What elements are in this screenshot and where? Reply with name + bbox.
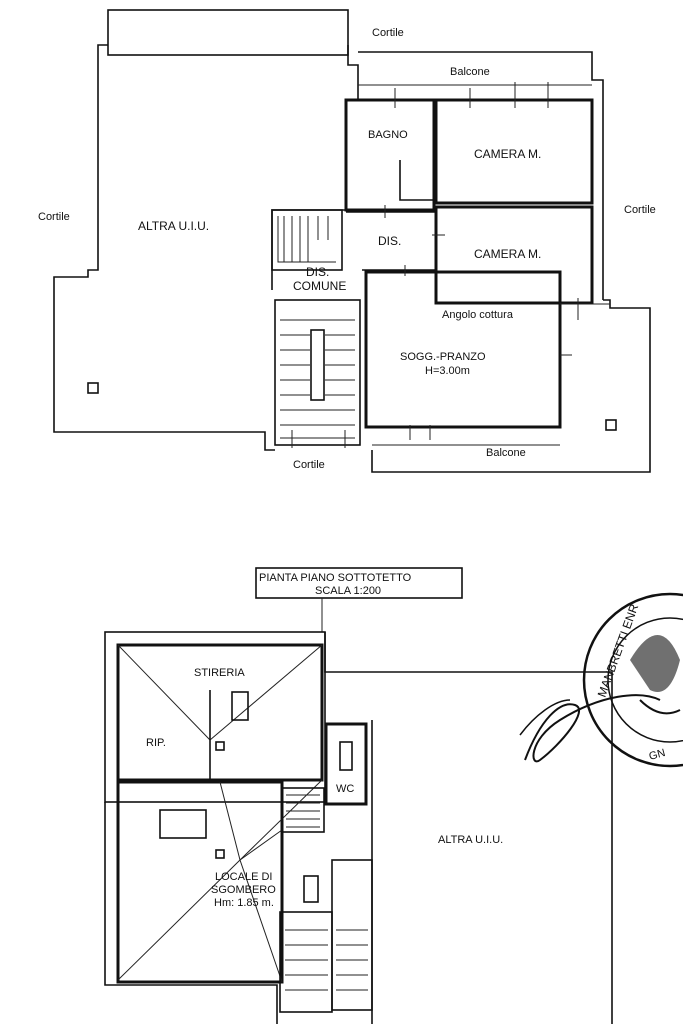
label-bagno: BAGNO [368,129,408,141]
label-locale-2: SGOMBERO [211,884,276,896]
wc-room [324,722,368,806]
attic-title-2: SCALA 1:200 [315,585,381,597]
label-altra-uiu-ground: ALTRA U.I.U. [138,219,209,233]
label-balcone-top: Balcone [450,66,490,78]
label-dis: DIS. [378,234,401,248]
label-cortile-bottom: Cortile [293,459,325,471]
camera-2-walls [434,205,594,305]
label-cortile-right: Cortile [624,204,656,216]
stair-lower [274,299,361,446]
label-rip: RIP. [146,737,166,749]
stamp-text-bottom: GN [648,747,667,763]
label-locale-3: Hm: 1.85 m. [214,897,274,909]
label-dis-comune-2: COMUNE [293,279,346,293]
skylight-left [87,382,99,394]
balcone-top-outline [358,51,604,300]
label-wc: WC [336,783,354,795]
soggiorno-walls [364,270,562,429]
skylight-locale [159,809,207,839]
stireria-room [116,643,324,782]
altra-uiu-attic-outline [324,632,613,1024]
attic-title-1: PIANTA PIANO SOTTOTETTO [259,572,412,584]
stair-upper [271,209,343,271]
label-camera-2: CAMERA M. [474,247,541,261]
cortile-strip-top [107,9,349,56]
handwritten-signature [519,694,661,763]
attic-floor-plan [104,567,613,1024]
attic-left-outline [104,631,326,803]
label-altra-uiu-attic: ALTRA U.I.U. [438,834,503,846]
label-cortile-top: Cortile [372,27,404,39]
label-angolo-cottura: Angolo cottura [442,309,514,321]
camera-1-walls [434,98,594,205]
attic-left-lower-outline [104,802,278,1024]
locale-sgombero-room [116,780,284,984]
label-dis-comune-1: DIS. [306,265,329,279]
label-soggiorno-1: SOGG.-PRANZO [400,351,486,363]
label-balcone-bottom: Balcone [486,447,526,459]
altra-uiu-outline [53,44,275,451]
official-stamp: MANBRETTI ENR GN [582,592,683,768]
ground-floor-plan [53,9,651,473]
bagno-walls [344,98,436,212]
label-stireria: STIRERIA [194,667,245,679]
stamp-text-top: MANBRETTI ENR [595,602,642,699]
label-cortile-left: Cortile [38,211,70,223]
label-locale-1: LOCALE DI [215,871,272,883]
skylight-stireria [231,691,249,721]
right-cortile-outline [371,299,651,473]
title-box [255,567,463,599]
skylight-locale-small [303,875,319,903]
label-soggiorno-2: H=3.00m [425,365,470,377]
label-camera-1: CAMERA M. [474,147,541,161]
skylight-right [605,419,617,431]
